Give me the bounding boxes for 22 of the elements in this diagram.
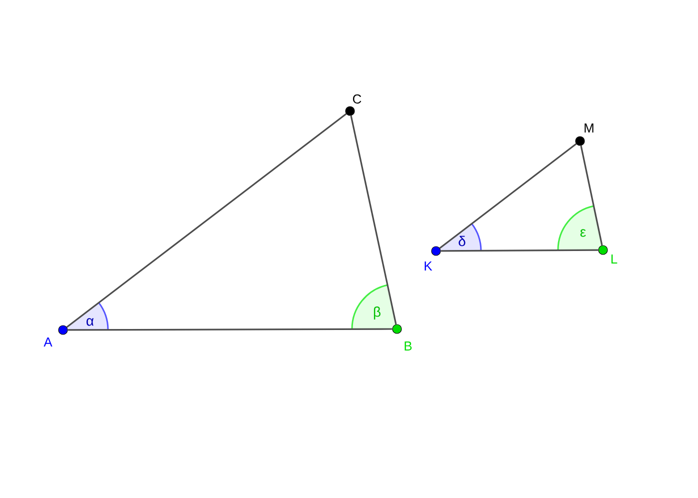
triangle-side xyxy=(68,328,392,331)
triangle-side xyxy=(440,249,598,252)
point: K xyxy=(424,246,441,270)
point: L xyxy=(598,245,618,264)
node-label: L xyxy=(611,254,618,264)
angle-label: ε xyxy=(580,229,586,237)
point: M xyxy=(575,124,594,146)
triangle-side xyxy=(439,143,577,249)
node-label: A xyxy=(44,338,52,346)
node-label: B xyxy=(404,342,412,350)
point: C xyxy=(345,94,362,116)
angle-label: α xyxy=(86,318,94,326)
node-label: K xyxy=(424,262,432,270)
node-label: C xyxy=(352,94,362,104)
triangle-side xyxy=(580,146,603,246)
triangle-side xyxy=(350,116,397,324)
angle-label: δ xyxy=(458,236,466,246)
triangle-side xyxy=(66,113,347,328)
node-label: M xyxy=(584,124,594,132)
point: A xyxy=(44,325,68,346)
point: B xyxy=(392,324,412,350)
angle-label: β xyxy=(374,306,380,320)
